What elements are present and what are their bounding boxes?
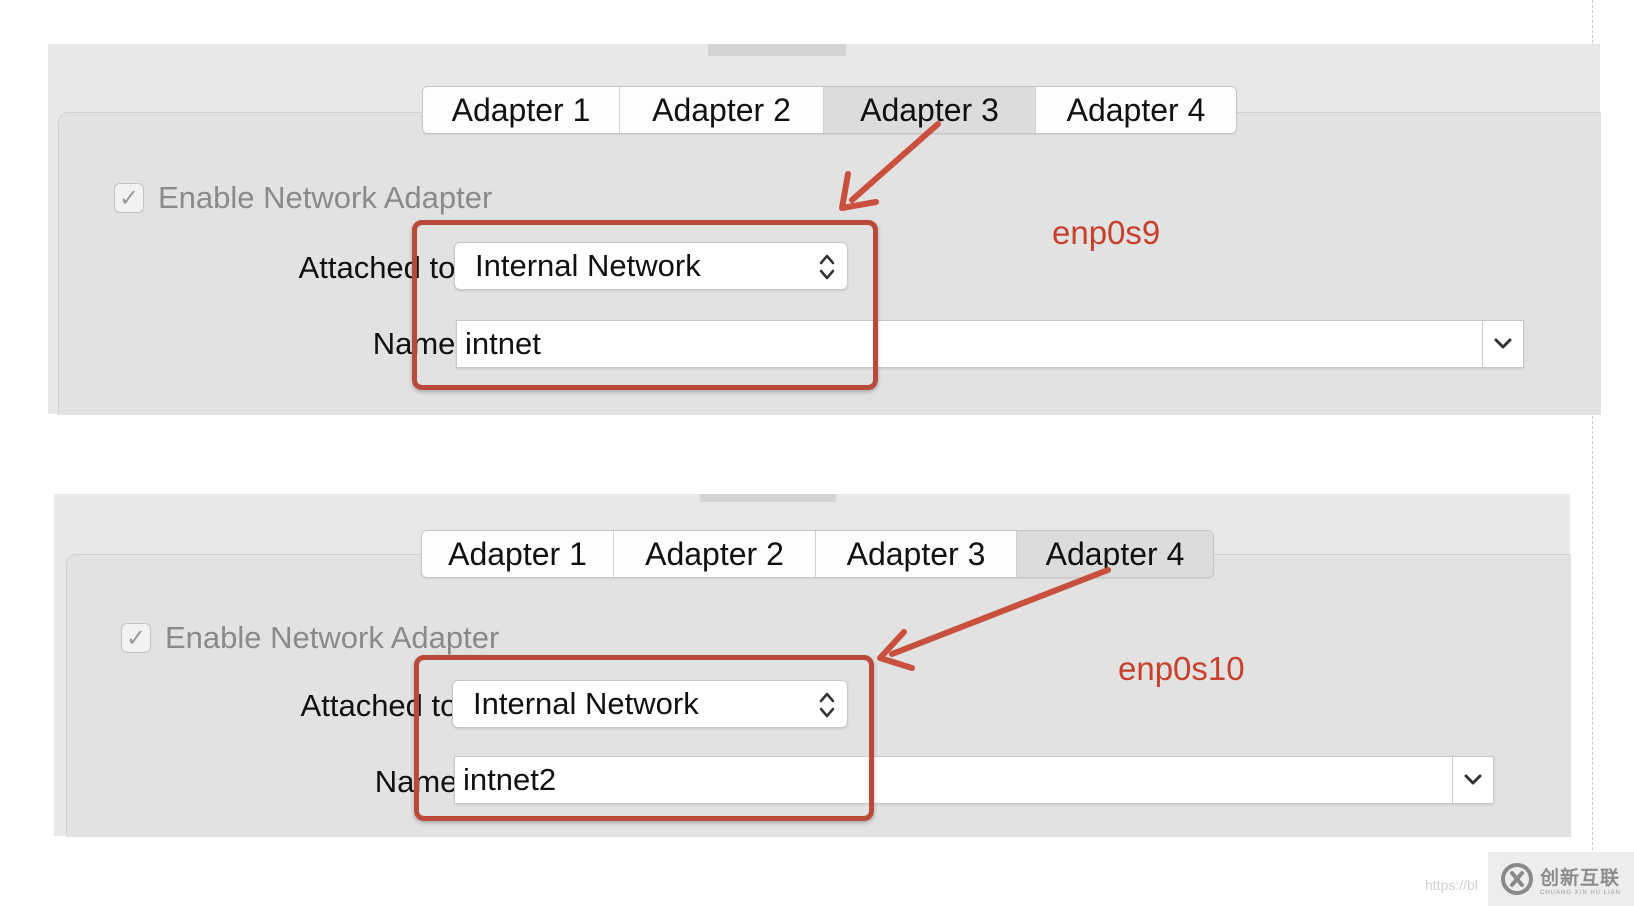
annotation-arrow-icon <box>877 567 1111 671</box>
enable-adapter-row: ✓ Enable Network Adapter <box>114 180 492 216</box>
annotation-enp0s9: enp0s9 <box>1052 214 1161 251</box>
attached-to-select[interactable]: Internal Network <box>454 242 848 290</box>
attached-to-value: Internal Network <box>475 248 701 283</box>
callout-box-top <box>412 220 878 390</box>
callout-box-bottom <box>414 655 874 821</box>
enable-adapter-checkbox[interactable]: ✓ <box>114 183 144 213</box>
brand-logo-icon <box>1501 863 1533 895</box>
name-dropdown-button[interactable] <box>1452 757 1493 803</box>
attached-to-label: Attached to: <box>298 250 464 285</box>
tab-adapter-4[interactable]: Adapter 4 <box>1017 531 1213 577</box>
tab-adapter-2[interactable]: Adapter 2 <box>620 87 824 133</box>
brand-name: 创新互联 <box>1540 867 1621 889</box>
brand-logo: 创新互联 CHUANG XIN HU LIAN <box>1488 852 1634 906</box>
tab-adapter-4[interactable]: Adapter 4 <box>1036 87 1236 133</box>
name-label: Name: <box>372 326 464 361</box>
dashed-divider <box>1592 0 1593 850</box>
name-combobox: intnet <box>456 320 1524 368</box>
name-input[interactable]: intnet <box>465 326 541 361</box>
settings-panel-top: Adapter 1 Adapter 2 Adapter 3 Adapter 4 … <box>48 44 1601 415</box>
enable-adapter-label: Enable Network Adapter <box>158 180 493 215</box>
checkmark-icon: ✓ <box>125 624 147 652</box>
brand-subtitle: CHUANG XIN HU LIAN <box>1540 889 1622 896</box>
watermark-url: https://bl <box>1425 877 1478 893</box>
name-input[interactable]: intnet2 <box>463 762 557 797</box>
chevron-down-icon <box>1494 338 1512 349</box>
name-combobox: intnet2 <box>454 756 1494 804</box>
tab-adapter-2[interactable]: Adapter 2 <box>614 531 816 577</box>
chevron-down-icon <box>1464 774 1482 785</box>
tab-adapter-3[interactable]: Adapter 3 <box>816 531 1017 577</box>
up-down-chevron-icon <box>819 254 835 280</box>
name-label: Name: <box>374 764 466 799</box>
tab-adapter-3[interactable]: Adapter 3 <box>824 87 1036 133</box>
up-down-chevron-icon <box>819 692 835 718</box>
annotation-enp0s10: enp0s10 <box>1118 650 1245 687</box>
tab-adapter-1[interactable]: Adapter 1 <box>422 531 614 577</box>
attached-to-label: Attached to: <box>300 688 466 723</box>
attached-to-select[interactable]: Internal Network <box>452 680 848 728</box>
enable-adapter-checkbox[interactable]: ✓ <box>121 623 151 653</box>
adapter-tabs: Adapter 1 Adapter 2 Adapter 3 Adapter 4 <box>422 86 1237 134</box>
annotation-arrow-icon <box>839 121 941 211</box>
panel-grip <box>708 44 846 56</box>
tab-adapter-1[interactable]: Adapter 1 <box>423 87 620 133</box>
panel-grip <box>700 494 836 502</box>
adapter-tabs: Adapter 1 Adapter 2 Adapter 3 Adapter 4 <box>421 530 1214 578</box>
enable-adapter-row: ✓ Enable Network Adapter <box>121 620 499 656</box>
checkmark-icon: ✓ <box>118 184 140 212</box>
settings-panel-bottom: Adapter 1 Adapter 2 Adapter 3 Adapter 4 … <box>54 494 1571 837</box>
enable-adapter-label: Enable Network Adapter <box>165 620 500 655</box>
attached-to-value: Internal Network <box>473 686 699 721</box>
name-dropdown-button[interactable] <box>1482 321 1523 367</box>
